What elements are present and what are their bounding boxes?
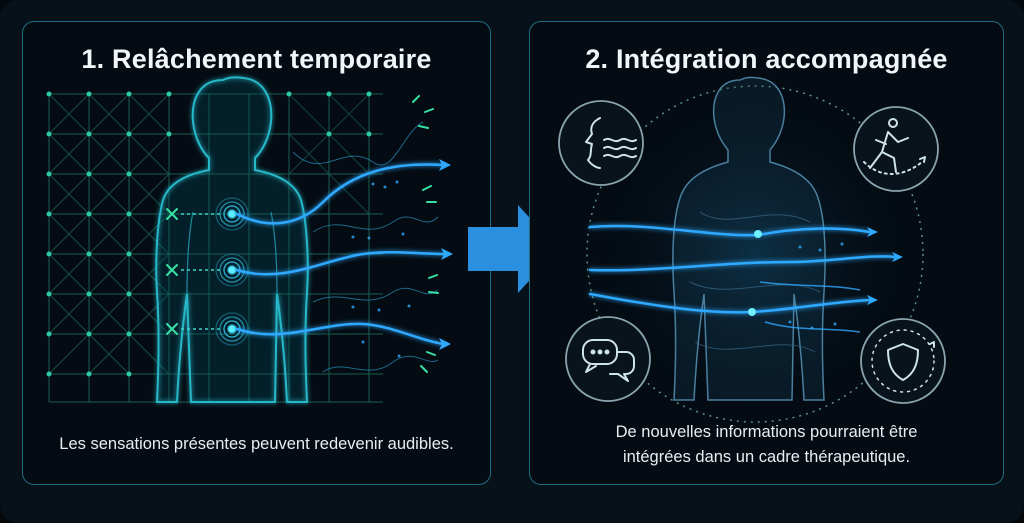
body-outline: [155, 76, 309, 403]
grid-nodes: [46, 91, 372, 377]
sensation-flows: [235, 163, 447, 346]
face-breath-icon: [558, 100, 644, 186]
panel-temporary-release: 1. Relâchement temporaire: [22, 21, 491, 485]
caption-line-2: intégrées dans un cadre thérapeutique.: [622, 448, 911, 466]
panel-2-caption: De nouvelles informations pourraient êtr…: [540, 420, 993, 470]
body-outline: [672, 76, 826, 401]
running-figure-icon: [853, 106, 939, 192]
temporary-release-illustration: [46, 76, 453, 403]
panel-guided-integration: 2. Intégration accompagnée: [529, 21, 1004, 485]
pulse-rings: [215, 197, 249, 346]
panel-1-title: 1. Relâchement temporaire: [81, 44, 432, 74]
panel-1-caption: Les sensations présentes peuvent redeven…: [59, 435, 454, 453]
caption-line-1: De nouvelles informations pourraient êtr…: [615, 423, 918, 441]
panel-2-title: 2. Intégration accompagnée: [585, 44, 948, 74]
release-sparks: [412, 95, 439, 373]
shield-icon: [860, 318, 946, 404]
guided-integration-illustration: [558, 76, 946, 424]
release-points: [166, 208, 178, 335]
integration-circle: [586, 85, 924, 423]
speech-bubbles-icon: [565, 316, 651, 402]
